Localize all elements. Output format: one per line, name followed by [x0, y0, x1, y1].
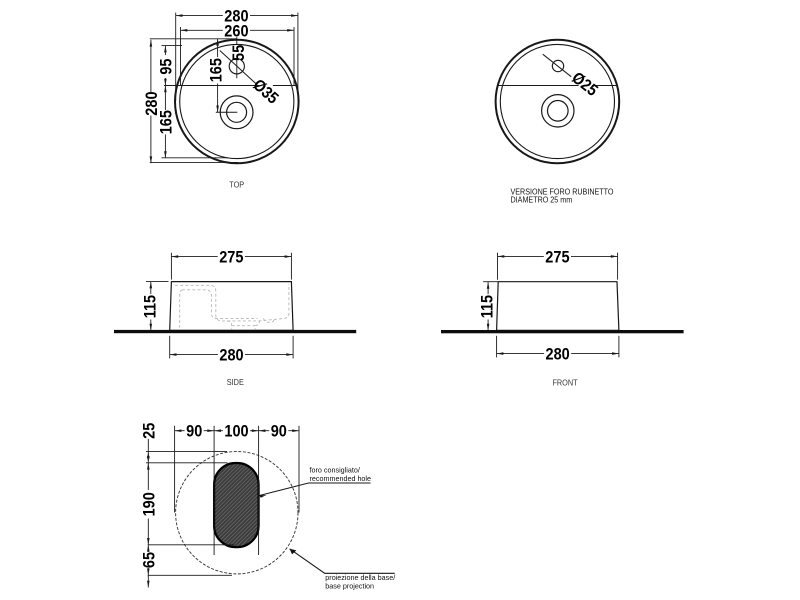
- svg-text:115: 115: [479, 295, 497, 319]
- svg-text:DIAMETRO 25 mm: DIAMETRO 25 mm: [511, 195, 573, 205]
- svg-text:115: 115: [142, 295, 160, 319]
- svg-text:260: 260: [224, 22, 248, 40]
- svg-text:Ø25: Ø25: [568, 69, 601, 100]
- svg-text:280: 280: [545, 346, 569, 364]
- svg-text:TOP: TOP: [229, 180, 244, 190]
- svg-text:25: 25: [140, 422, 158, 438]
- svg-text:95: 95: [158, 58, 176, 74]
- svg-text:base projection: base projection: [325, 581, 374, 590]
- svg-text:recommended hole: recommended hole: [310, 474, 372, 483]
- svg-text:proiezione della base/: proiezione della base/: [325, 573, 395, 582]
- svg-text:SIDE: SIDE: [227, 378, 244, 388]
- svg-text:Ø35: Ø35: [249, 76, 282, 108]
- svg-text:280: 280: [224, 8, 248, 26]
- svg-text:FRONT: FRONT: [552, 378, 577, 388]
- svg-text:90: 90: [271, 423, 287, 441]
- svg-text:190: 190: [140, 492, 158, 516]
- svg-text:100: 100: [224, 423, 248, 441]
- svg-text:165: 165: [208, 58, 226, 83]
- svg-text:280: 280: [219, 347, 243, 365]
- svg-text:90: 90: [186, 423, 202, 441]
- svg-text:275: 275: [219, 249, 244, 267]
- svg-text:280: 280: [143, 91, 161, 115]
- svg-text:VERSIONE FORO RUBINETTO: VERSIONE FORO RUBINETTO: [511, 187, 614, 197]
- svg-text:165: 165: [158, 110, 176, 135]
- svg-text:55: 55: [230, 44, 248, 60]
- svg-text:foro consigliato/: foro consigliato/: [310, 466, 360, 475]
- svg-text:65: 65: [140, 552, 158, 568]
- svg-text:275: 275: [545, 249, 570, 267]
